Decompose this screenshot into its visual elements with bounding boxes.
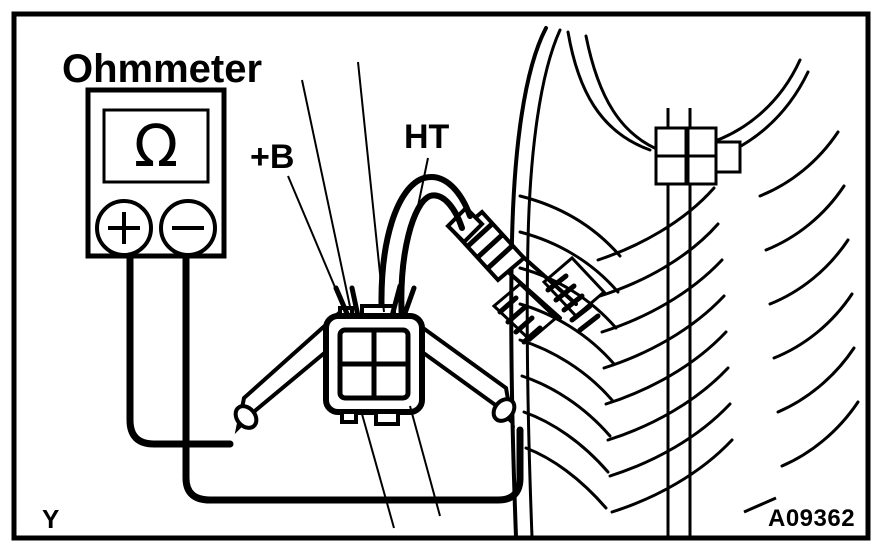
leader-ht [417, 157, 429, 207]
ht-cable-boot [445, 205, 527, 283]
leader-lower-a [361, 413, 395, 529]
label-view-code: Y [42, 504, 59, 534]
label-plus-b: +B [250, 138, 294, 176]
leader-upper-b [357, 61, 385, 313]
leader-lower-b [409, 405, 441, 517]
reference-code-tick [743, 496, 777, 514]
high-tension-cable [378, 174, 473, 325]
leader-lines [287, 61, 441, 529]
leader-plus-b [287, 175, 349, 319]
test-probe-right [378, 317, 517, 428]
plus-icon [108, 212, 140, 244]
label-reference-code: A09362 [768, 505, 855, 532]
leader-upper-a [301, 79, 353, 317]
figure-border [11, 11, 871, 541]
ohm-omega-symbol: Ω [134, 112, 178, 180]
label-ht: HT [404, 118, 450, 156]
ohmmeter-device: Ω [85, 87, 227, 259]
tire-tread [509, 26, 860, 539]
label-ohmmeter: Ohmmeter [62, 47, 262, 91]
bolt-bracket-assembly [654, 108, 742, 537]
test-leads [126, 246, 524, 504]
meter-display [102, 108, 210, 184]
4-pin-connector [323, 283, 425, 426]
